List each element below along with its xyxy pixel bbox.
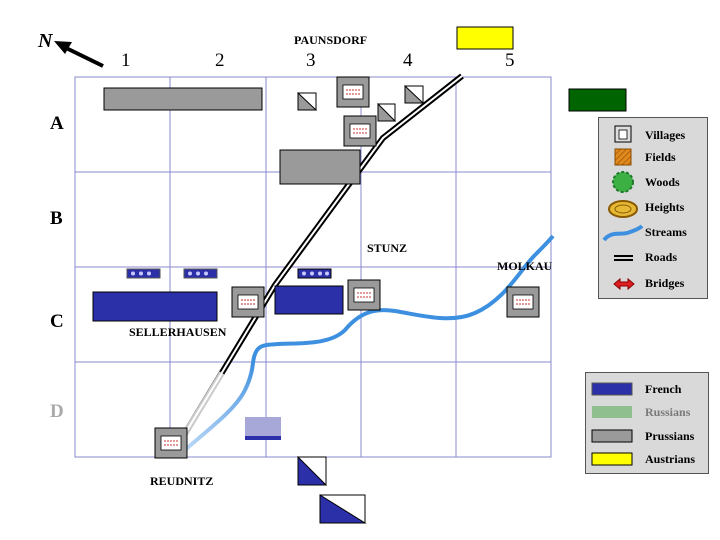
place-molkau: MOLKAU [497,259,553,273]
prussian-unit-b3 [279,149,361,185]
russian-unit [568,88,627,112]
french-unit-small-2 [183,268,218,279]
column-label-4: 4 [403,50,413,71]
french-unit-sellerhausen [92,291,218,322]
row-label-b: B [50,208,63,229]
row-label-a: A [50,113,64,134]
unit-markers [131,271,329,276]
column-label-2: 2 [215,50,225,71]
place-paunsdorf: PAUNSDORF [294,33,368,47]
french-unit-center [274,285,344,315]
road-inner [174,75,463,451]
prussian-unit-a12 [103,87,263,111]
north-arrow-icon [54,41,104,68]
legend-label-austrians: Austrians [645,452,696,466]
legend-label-heights: Heights [645,200,685,214]
skirmisher-counters [297,84,425,524]
legend-label-streams: Streams [645,225,687,239]
place-sellerhausen: SELLERHAUSEN [129,325,227,339]
place-stunz: STUNZ [367,241,408,255]
legend-label-fields: Fields [645,150,676,164]
village-icons [154,76,540,459]
row-label-c: C [50,311,64,332]
legend-label-bridges: Bridges [645,276,685,290]
stream-upper [251,234,555,364]
compass-label: N [38,30,53,52]
map-grid [74,76,552,458]
french-unit-faded [245,417,281,439]
row-label-d: D [50,401,64,422]
column-label-3: 3 [306,50,316,71]
french-unit-small-1 [126,268,161,279]
legend-label-roads: Roads [645,250,678,264]
road-outer [172,73,464,452]
column-label-1: 1 [121,50,131,71]
legend-label-french: French [645,382,682,396]
legend-label-prussians: Prussians [645,429,695,443]
legend-label-russians: Russians [645,405,691,419]
legend-label-woods: Woods [645,175,680,189]
austrian-unit [456,26,514,50]
place-reudnitz: REUDNITZ [150,474,214,488]
legend-label-villages: Villages [645,128,686,142]
french-unit-small-3 [297,268,332,279]
column-label-5: 5 [505,50,515,71]
french-unit-faded-base [245,436,281,440]
stream-lower [183,362,255,452]
